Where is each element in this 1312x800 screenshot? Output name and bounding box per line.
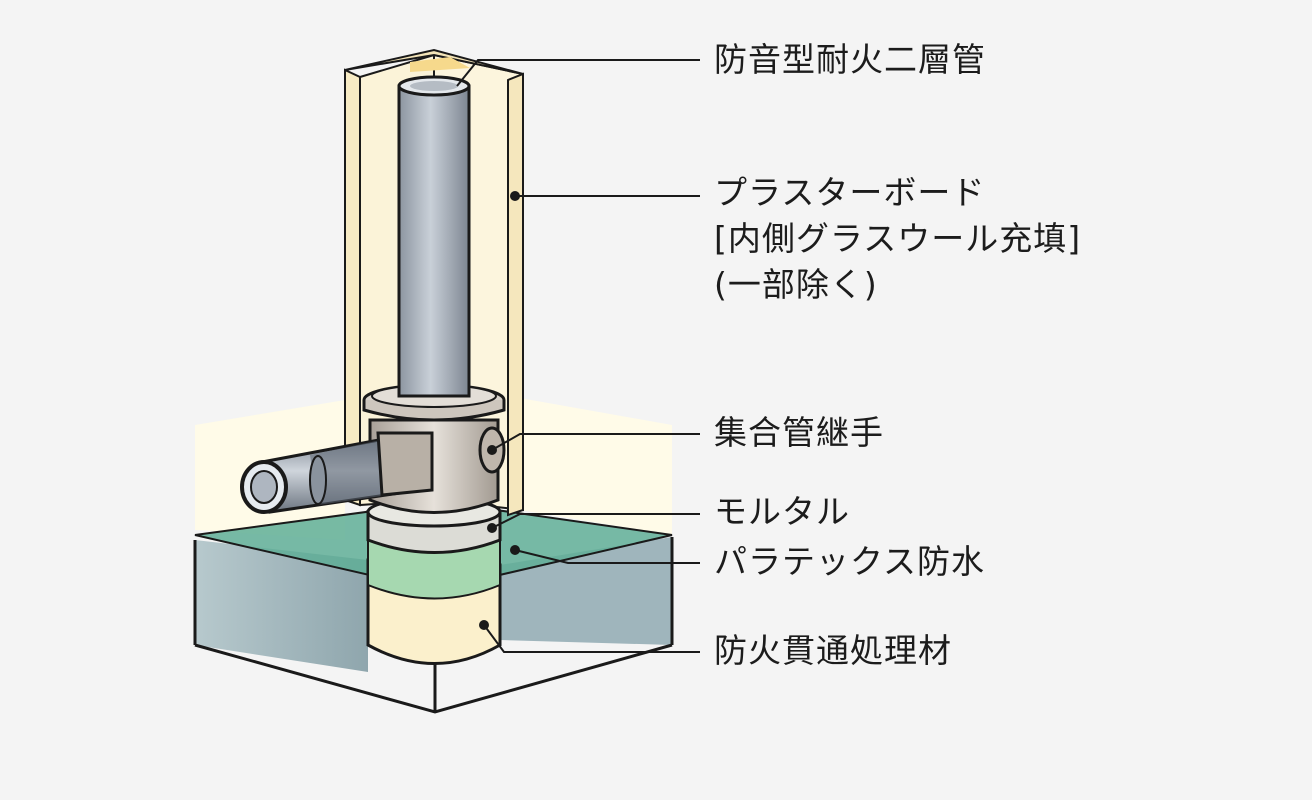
leader-mortar <box>491 513 700 529</box>
horizontal-pipe <box>240 431 434 514</box>
label-plaster-board: プラスターボード [内側グラスウール充填] (一部除く) <box>714 170 1081 308</box>
label-fireproof-pipe: 防音型耐火二層管 <box>714 37 986 83</box>
leader-joint <box>491 433 700 451</box>
label-firestop-text: 防火貫通処理材 <box>714 631 952 670</box>
label-mortar-text: モルタル <box>714 492 850 531</box>
leader-lines <box>456 59 700 653</box>
leader-dots <box>479 191 520 630</box>
label-board-line2: [内側グラスウール充填] <box>714 219 1082 258</box>
label-firestop: 防火貫通処理材 <box>714 628 952 674</box>
label-board-line1: プラスターボード <box>714 173 986 212</box>
leader-firestop <box>483 624 700 653</box>
label-waterproof-text: パラテックス防水 <box>714 542 986 581</box>
vertical-pipe <box>397 75 471 398</box>
label-pipe-text: 防音型耐火二層管 <box>714 40 986 79</box>
label-joint-text: 集合管継手 <box>714 413 884 452</box>
label-mortar: モルタル <box>714 489 850 535</box>
leader-waterproof <box>514 549 700 564</box>
glass-wool-glow-right <box>520 398 672 535</box>
label-board-line3: (一部除く) <box>714 265 878 304</box>
label-waterproof: パラテックス防水 <box>714 539 985 585</box>
label-joint: 集合管継手 <box>714 410 884 456</box>
leader-pipe <box>456 59 700 87</box>
